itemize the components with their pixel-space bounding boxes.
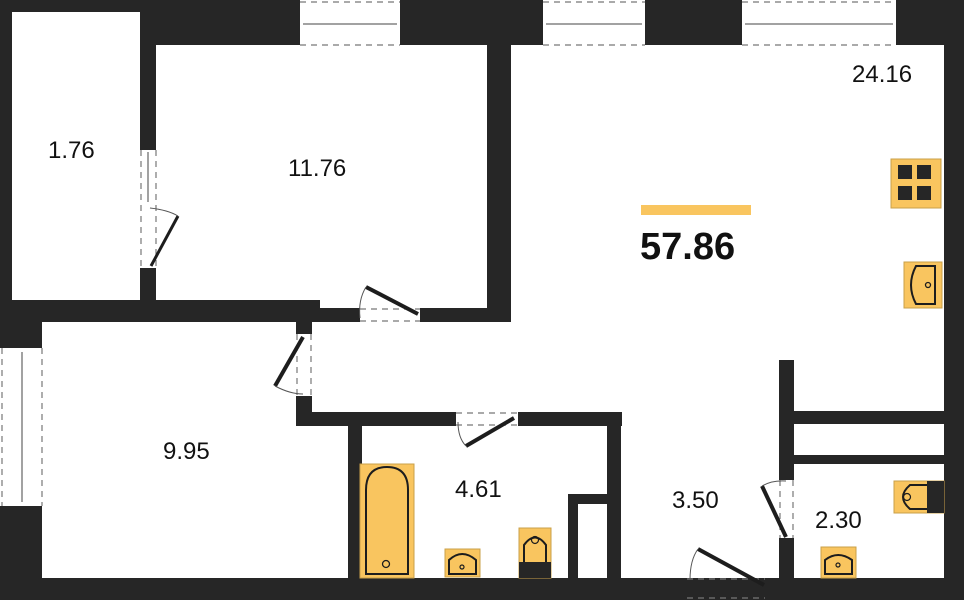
room-area-living-kitchen: 24.16 <box>852 61 913 88</box>
room-area-hallway: 3.50 <box>672 487 719 514</box>
total-area-accent-bar <box>641 205 751 215</box>
room-area-storage: 1.76 <box>48 137 95 164</box>
room-area-bathroom: 4.61 <box>455 476 502 503</box>
room-area-toilet: 2.30 <box>815 507 862 534</box>
bathtub-icon <box>359 463 415 579</box>
room-area-bedroom: 11.76 <box>288 155 347 182</box>
windows <box>1 1 896 506</box>
doors <box>140 150 794 599</box>
toilet-icon-2 <box>893 480 945 514</box>
stove-icon <box>890 158 942 209</box>
total-area: 57.86 <box>640 226 736 268</box>
toilet-sink-icon <box>820 546 857 579</box>
kitchen-sink-icon <box>903 261 943 309</box>
room-area-bedroom-2: 9.95 <box>163 438 210 465</box>
toilet-icon <box>518 527 552 579</box>
bathroom-sink-icon <box>444 548 481 578</box>
